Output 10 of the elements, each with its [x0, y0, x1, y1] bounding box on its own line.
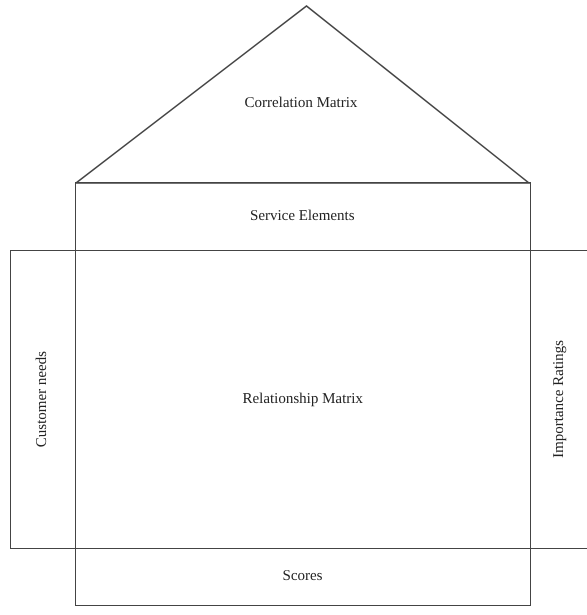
- matrix-section: [75, 548, 531, 606]
- section-label: Service Elements: [250, 208, 355, 224]
- matrix-section: [10, 250, 76, 549]
- matrix-section: [75, 182, 531, 251]
- section-label: Customer needs: [34, 351, 51, 448]
- section-label: Importance Ratings: [551, 340, 568, 458]
- section-label: Scores: [282, 568, 322, 585]
- section-label: Correlation Matrix: [244, 95, 358, 112]
- section-label: Relationship Matrix: [242, 390, 363, 408]
- matrix-section: [530, 250, 587, 549]
